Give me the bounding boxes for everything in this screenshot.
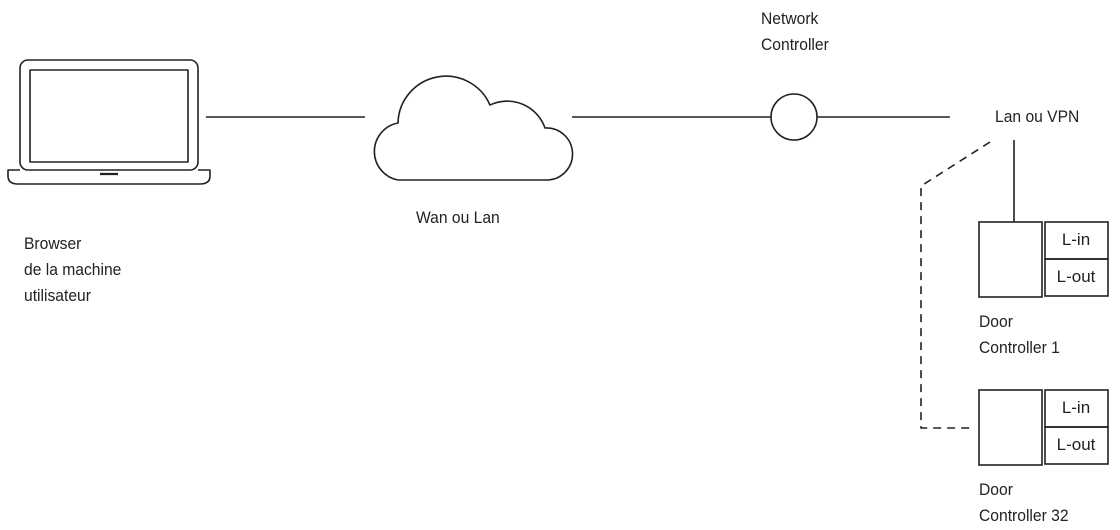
door-controller-32-box bbox=[978, 389, 1043, 466]
network-controller-label-line-1: Network bbox=[761, 9, 819, 28]
network-controller-node bbox=[770, 93, 818, 141]
lan-label: Lan ou VPN bbox=[995, 107, 1080, 126]
client-label-line-2: de la machine bbox=[24, 260, 122, 279]
door-controller-1-label-line-1: Door bbox=[979, 312, 1013, 331]
network-controller-label: Network Controller bbox=[761, 6, 829, 58]
laptop-icon bbox=[7, 59, 211, 185]
link-lan-door-32 bbox=[920, 141, 991, 429]
door-controller-1-lin-label: L-in bbox=[1061, 230, 1091, 249]
door-controller-1-label: Door Controller 1 bbox=[979, 309, 1060, 361]
door-controller-1-unit bbox=[978, 221, 1109, 298]
network-controller-label-line-2: Controller bbox=[761, 35, 829, 54]
door-controller-1-lout-label: L-out bbox=[1056, 267, 1096, 286]
door-controller-32-lout-box bbox=[1044, 426, 1109, 465]
cloud-label: Wan ou Lan bbox=[416, 208, 500, 227]
door-controller-32-unit bbox=[978, 389, 1109, 466]
client-label: Browser de la machine utilisateur bbox=[24, 231, 121, 309]
door-controller-32-lout-label: L-out bbox=[1056, 435, 1096, 454]
door-controller-1-label-line-2: Controller 1 bbox=[979, 338, 1060, 357]
door-controller-1-box bbox=[978, 221, 1043, 298]
client-label-line-1: Browser bbox=[24, 234, 82, 253]
client-label-line-3: utilisateur bbox=[24, 286, 91, 305]
door-controller-32-label-line-1: Door bbox=[979, 480, 1013, 499]
door-controller-32-label-line-2: Controller 32 bbox=[979, 506, 1069, 525]
cloud-icon bbox=[373, 75, 574, 181]
door-controller-1-lout-box bbox=[1044, 258, 1109, 297]
door-controller-32-label: Door Controller 32 bbox=[979, 477, 1069, 529]
door-controller-32-lin-label: L-in bbox=[1061, 398, 1091, 417]
